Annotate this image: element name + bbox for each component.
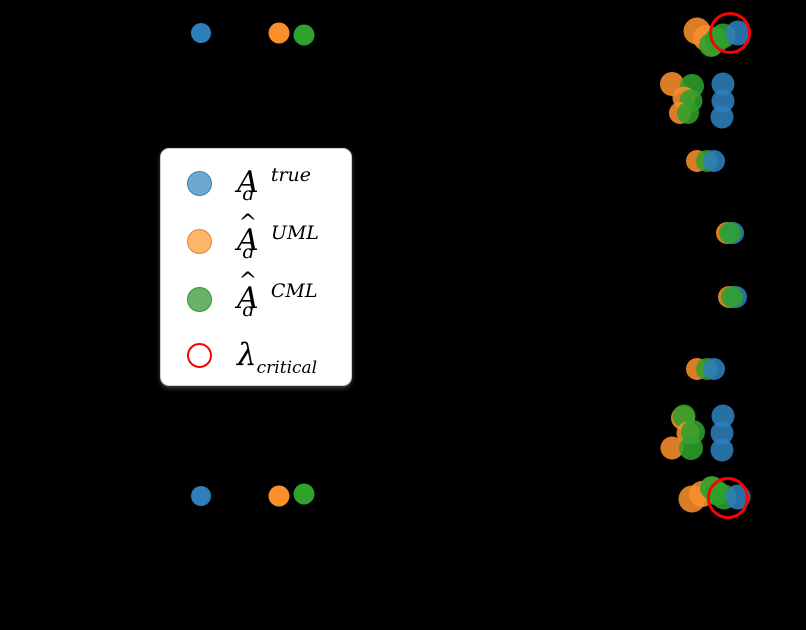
data-point-cml (677, 102, 699, 124)
data-point-cml (719, 222, 741, 244)
open-circle-marker-icon (186, 342, 212, 368)
legend-superscript: true (270, 164, 312, 186)
data-point-true (703, 150, 725, 172)
circle-marker-icon (186, 286, 212, 312)
legend-swatch-wrap (161, 228, 237, 254)
legend-subscript: d (242, 183, 255, 205)
legend-swatch-wrap (161, 170, 237, 196)
hat-accent-icon: ^ (238, 211, 258, 236)
hat-accent-icon: ^ (238, 269, 258, 294)
legend-item-a-true: Adtrue (161, 155, 351, 211)
circle-marker-icon (186, 170, 212, 196)
data-point-uml (268, 22, 290, 44)
legend-label-a-cml: ^Ad CML (237, 271, 351, 320)
lambda-critical-highlight (709, 12, 751, 54)
legend-subscript: critical (256, 357, 318, 378)
lambda-critical-highlight (707, 477, 749, 519)
legend-swatch-wrap (161, 286, 237, 312)
legend-box: Adtrue ^AdUML ^AdCML λcritical (160, 148, 352, 386)
hat-wrapper: ^A (237, 271, 259, 316)
data-point-uml (660, 436, 684, 460)
legend-label-lambda-critical: λcritical (237, 336, 351, 376)
legend-subscript: d (242, 299, 255, 321)
legend-item-lambda-critical: λcritical (161, 327, 351, 383)
legend-label-a-uml: ^Ad UML (237, 213, 351, 262)
data-point-uml (268, 485, 290, 507)
data-point-true (710, 438, 734, 462)
data-point-true (703, 358, 725, 380)
data-point-cml (293, 483, 315, 505)
legend-base-symbol: λ (237, 336, 257, 373)
legend-item-a-uml: ^Ad UML (161, 213, 351, 269)
legend-item-a-cml: ^Ad CML (161, 271, 351, 327)
legend-subscript: d (242, 241, 255, 263)
legend-base-symbol: A (237, 223, 259, 258)
legend-base-symbol: A (237, 281, 259, 316)
data-point-true (191, 23, 211, 43)
data-point-cml (293, 24, 315, 46)
hat-wrapper: ^A (237, 213, 259, 258)
legend-label-a-true: Adtrue (237, 165, 351, 204)
legend-superscript: CML (270, 280, 318, 302)
legend-superscript: UML (270, 222, 319, 244)
data-point-cml (679, 436, 703, 460)
legend-base-symbol: A (237, 165, 259, 200)
data-point-true (710, 105, 734, 129)
data-point-cml (721, 286, 743, 308)
legend-swatch-wrap (161, 342, 237, 368)
circle-marker-icon (186, 228, 212, 254)
data-point-true (191, 486, 211, 506)
